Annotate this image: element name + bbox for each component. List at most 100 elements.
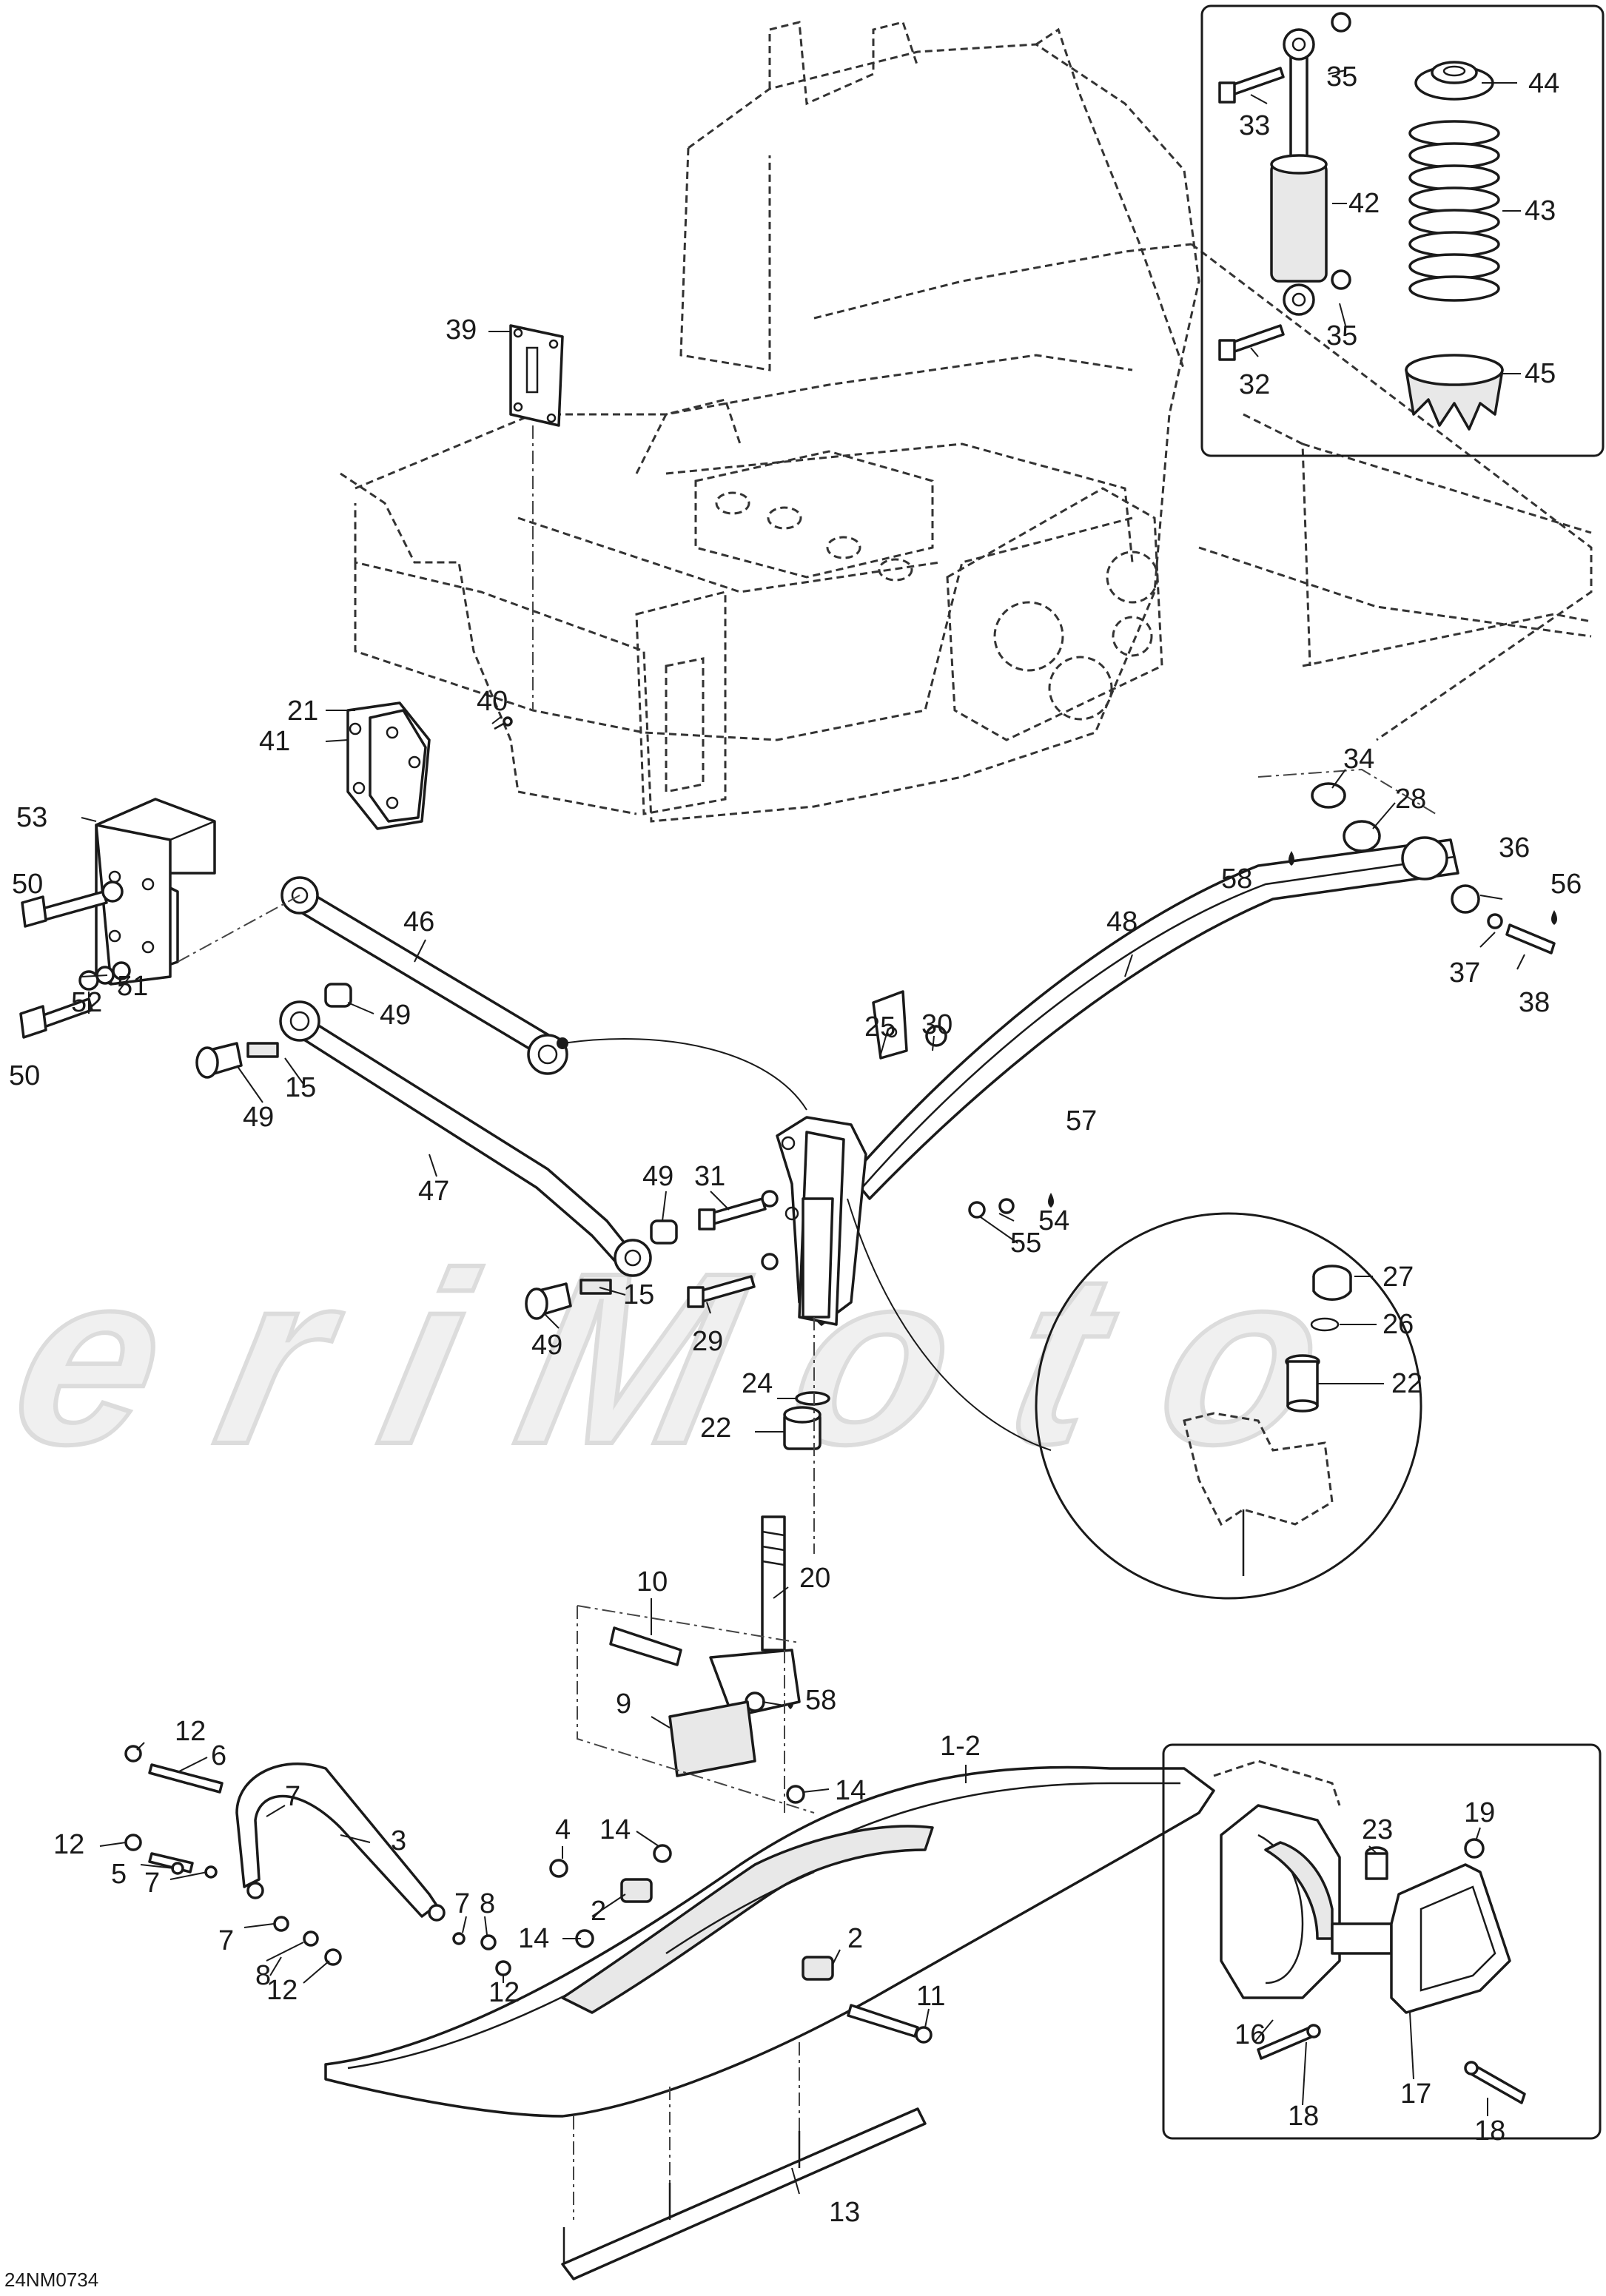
callout-6: 6 xyxy=(211,1740,226,1771)
callout-19: 19 xyxy=(1464,1797,1495,1828)
shock-absorber xyxy=(1218,12,1351,361)
callout-53: 53 xyxy=(16,802,47,833)
pin-10 xyxy=(609,1626,682,1666)
callout-20: 20 xyxy=(799,1563,830,1594)
callout-45: 45 xyxy=(1525,358,1556,389)
leader-lines xyxy=(81,70,1525,2195)
callout-28: 28 xyxy=(1395,784,1426,815)
inset-rivets-18 xyxy=(1257,2024,1526,2104)
callout-18a: 18 xyxy=(1288,2101,1319,2132)
callout-33: 33 xyxy=(1239,110,1270,141)
radius-rod-bracket xyxy=(346,701,431,830)
ski-hardware xyxy=(549,1785,933,2044)
handle-hardware xyxy=(124,1745,511,1976)
spring-seat xyxy=(1414,61,1494,101)
callout-21: 21 xyxy=(287,696,318,727)
callout-48: 48 xyxy=(1106,906,1138,937)
callout-27: 27 xyxy=(1382,1262,1414,1293)
detail-circlip-26 xyxy=(1310,1317,1340,1332)
lower-radius-rod-47 xyxy=(279,1000,652,1277)
callout-35b: 35 xyxy=(1326,320,1357,351)
callout-10: 10 xyxy=(636,1566,668,1598)
watermark: AeriMoto xyxy=(0,1222,1346,1495)
callout-7d: 7 xyxy=(218,1925,234,1956)
callout-54: 54 xyxy=(1038,1205,1069,1236)
spindle-sleeve xyxy=(783,1197,834,1554)
runner-13 xyxy=(561,2042,927,2280)
callout-58a: 58 xyxy=(1221,863,1252,895)
assembly-arrow-46 xyxy=(562,1038,807,1111)
callout-47: 47 xyxy=(418,1176,449,1207)
fitting-54-55 xyxy=(968,1198,1015,1219)
coil-spring xyxy=(1408,120,1500,302)
callout-49d: 49 xyxy=(531,1330,562,1361)
ski-leg-20 xyxy=(709,1515,801,1718)
callout-42: 42 xyxy=(1348,188,1380,219)
callout-14c: 14 xyxy=(518,1923,549,1954)
bearing-inset-frame xyxy=(1162,1743,1602,2140)
nut-30 xyxy=(925,1025,947,1047)
bolts-29-31 xyxy=(687,1190,779,1308)
callout-50b: 50 xyxy=(9,1060,40,1091)
rubber-stopper-9 xyxy=(668,1700,756,1777)
inset-plate-17 xyxy=(1390,1863,1511,2014)
inset-housing-16 xyxy=(1213,1760,1393,1999)
callout-25: 25 xyxy=(864,1011,896,1043)
callout-14a: 14 xyxy=(835,1775,866,1806)
callout-7b: 7 xyxy=(144,1868,160,1899)
shock-inset-frame xyxy=(1200,4,1605,457)
callout-13: 13 xyxy=(829,2197,860,2228)
sleeves-15 xyxy=(246,1042,612,1295)
callout-17: 17 xyxy=(1400,2078,1431,2110)
callout-34: 34 xyxy=(1343,744,1374,775)
callout-12d: 12 xyxy=(488,1977,520,2008)
spring-adjuster-cam xyxy=(1405,354,1504,431)
detail-bushing-22 xyxy=(1285,1354,1320,1413)
callout-12a: 12 xyxy=(175,1716,206,1747)
callout-15b: 15 xyxy=(623,1279,654,1310)
callout-labels: 35 44 33 42 43 35 32 45 39 21 40 41 53 3… xyxy=(4,61,1582,2291)
front-bracket-plate xyxy=(509,324,564,710)
arm-pivot-hardware xyxy=(1257,768,1556,955)
callout-57: 57 xyxy=(1066,1105,1097,1137)
callout-23: 23 xyxy=(1362,1814,1393,1845)
bushings-49 xyxy=(195,983,678,1320)
callout-12b: 12 xyxy=(53,1829,84,1860)
detail-circle xyxy=(1035,1212,1422,1600)
inset-washer-19 xyxy=(1464,1838,1485,1859)
detail-arrow xyxy=(847,1198,1052,1451)
callout-29: 29 xyxy=(692,1326,723,1357)
mounting-block-53 xyxy=(95,798,216,986)
callout-26: 26 xyxy=(1382,1309,1414,1340)
callout-40: 40 xyxy=(477,686,508,717)
callout-2a: 2 xyxy=(591,1896,606,1927)
callout-12c: 12 xyxy=(266,1975,298,2006)
callout-24: 24 xyxy=(742,1368,773,1399)
callout-7c: 7 xyxy=(454,1888,470,1919)
callout-52: 52 xyxy=(71,987,102,1018)
callout-30: 30 xyxy=(921,1009,952,1040)
callout-11: 11 xyxy=(916,1981,945,2012)
callout-43: 43 xyxy=(1525,195,1556,226)
detail-cap-27 xyxy=(1312,1265,1352,1301)
callout-51: 51 xyxy=(117,971,148,1002)
callout-50a: 50 xyxy=(12,869,43,900)
callout-44: 44 xyxy=(1528,68,1559,99)
callout-49a: 49 xyxy=(380,1000,411,1031)
ski-1-2 xyxy=(324,1765,1215,2118)
detail-housing xyxy=(1183,1412,1334,1576)
callout-31: 31 xyxy=(694,1161,725,1192)
callout-1-2: 1-2 xyxy=(940,1731,981,1762)
callout-8b: 8 xyxy=(255,1960,271,1991)
callout-15a: 15 xyxy=(285,1072,316,1103)
trailing-arm-48 xyxy=(850,836,1459,1200)
ski-handle-3 xyxy=(235,1762,446,1922)
callout-38: 38 xyxy=(1519,987,1550,1018)
callout-4: 4 xyxy=(555,1814,571,1845)
diagram-code: 24NM0734 xyxy=(4,2269,98,2291)
inset-bushing-23 xyxy=(1365,1846,1388,1880)
callout-41: 41 xyxy=(259,726,290,757)
chassis-frame xyxy=(340,21,1593,823)
callout-49c: 49 xyxy=(642,1161,673,1192)
